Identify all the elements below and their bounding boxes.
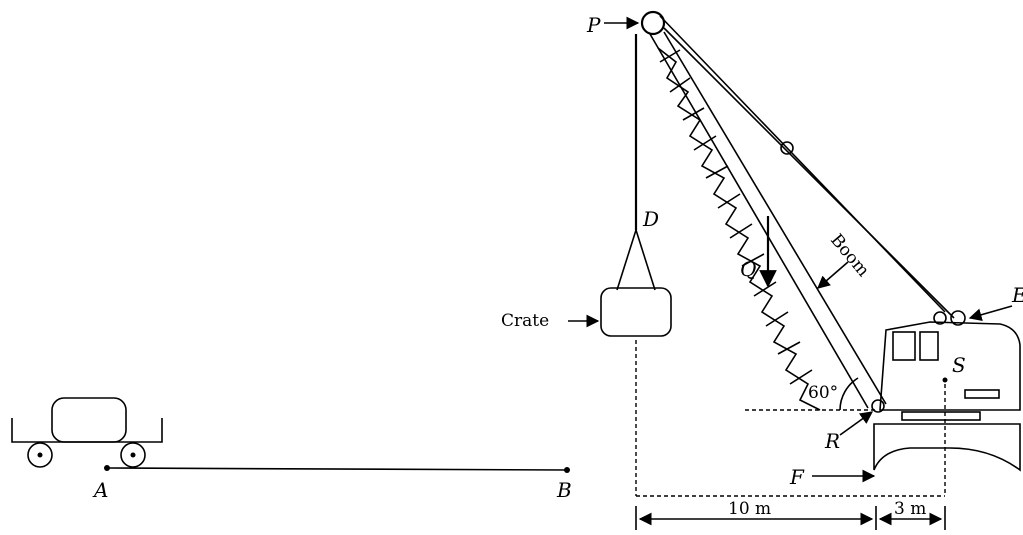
pulley-p [640,10,666,36]
e-arrow [968,305,1013,321]
label-r: R [824,429,840,453]
label-b: B [556,478,572,502]
dimension-lines [635,506,946,530]
pivot-r [871,399,885,413]
boom-arrow [817,261,849,289]
label-s: S [952,353,966,377]
label-q: Q [740,257,756,281]
label-angle: 60° [808,383,838,403]
label-d: D [642,207,659,231]
label-p: P [586,13,601,37]
label-dim-10m: 10 m [728,499,771,519]
label-f: F [789,465,805,489]
boom-lattice [649,31,887,411]
crate-box [600,287,672,337]
label-a: A [92,478,108,502]
label-crate: Crate [501,311,549,331]
track-line [104,465,570,473]
crane-cab [873,310,1021,472]
boom-stays [659,15,955,319]
cart [11,397,163,468]
label-dim-3m: 3 m [894,499,926,519]
cable [616,34,656,291]
r-arrow [839,411,874,436]
angle-arc [839,377,859,411]
label-boom: Boom [826,230,873,280]
point-s [942,377,948,383]
label-e: E [1011,283,1023,307]
